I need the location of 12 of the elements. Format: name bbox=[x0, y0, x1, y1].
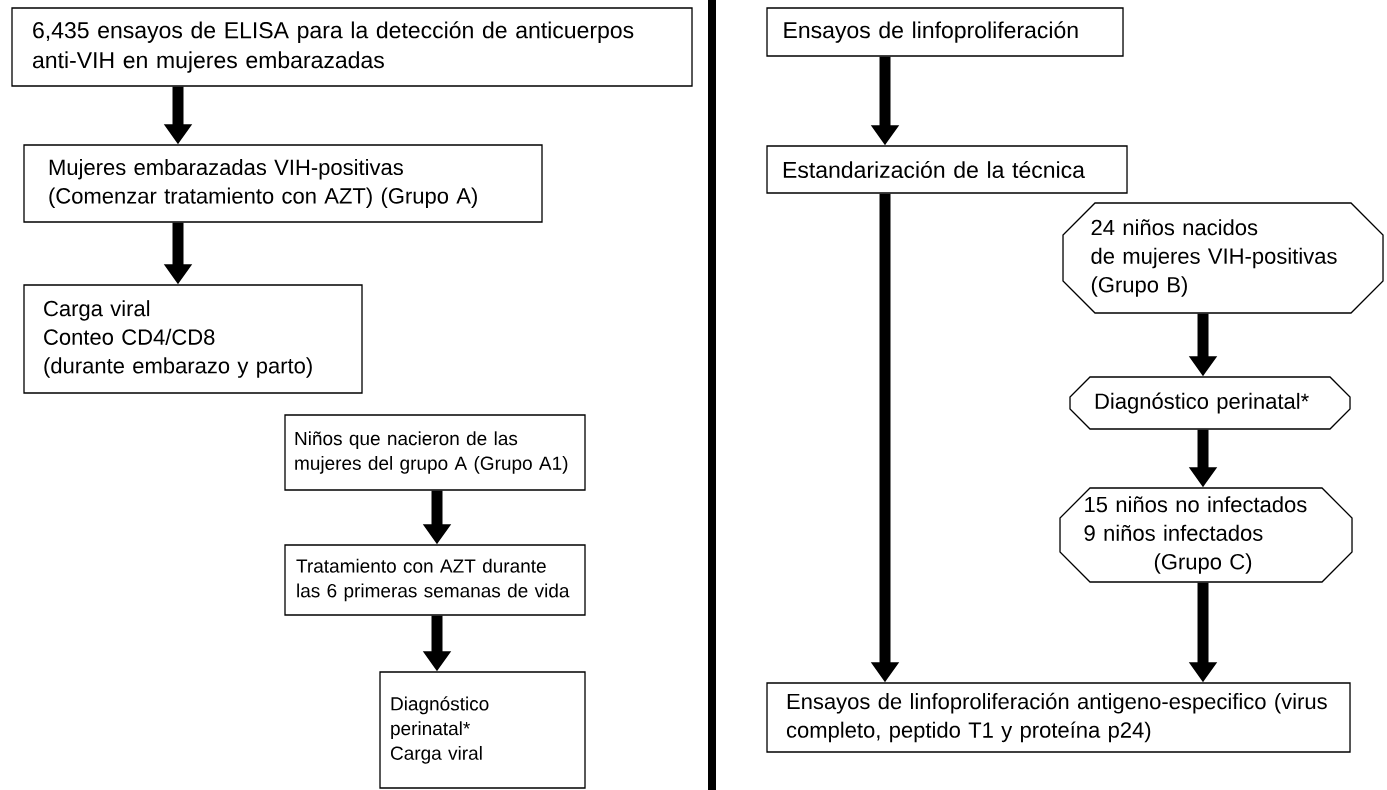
process-box: Ensayos de linfoproliferación bbox=[766, 7, 1124, 57]
process-box: Tratamiento con AZT durante las 6 primeras semanas de vida bbox=[284, 544, 586, 616]
process-box: 6,435 ensayos de ELISA para la detección de anticuerpos anti-VIH en mujeres embarazadas bbox=[11, 7, 693, 87]
octagon-box: Diagnóstico perinatal* bbox=[1069, 376, 1351, 430]
process-box: Estandarización de la técnica bbox=[766, 145, 1128, 194]
octagon-box: 24 niños nacidos de mujeres VIH-positivas (Grupo B) bbox=[1062, 202, 1384, 314]
process-box: Ensayos de linfoproliferación antigeno-especifico (virus completo, peptido T1 y proteína p24) bbox=[766, 682, 1351, 753]
octagon-box: 15 niños no infectados 9 niños infectados (Grupo C) bbox=[1059, 487, 1353, 583]
process-box: Niños que nacieron de las mujeres del grupo A (Grupo A1) bbox=[284, 414, 586, 491]
process-box: Mujeres embarazadas VIH-positivas (Comenzar tratamiento con AZT) (Grupo A) bbox=[23, 144, 543, 223]
process-box: Carga viral Conteo CD4/CD8 (durante embarazo y parto) bbox=[23, 284, 363, 394]
process-box: Diagnóstico perinatal* Carga viral bbox=[379, 671, 586, 789]
